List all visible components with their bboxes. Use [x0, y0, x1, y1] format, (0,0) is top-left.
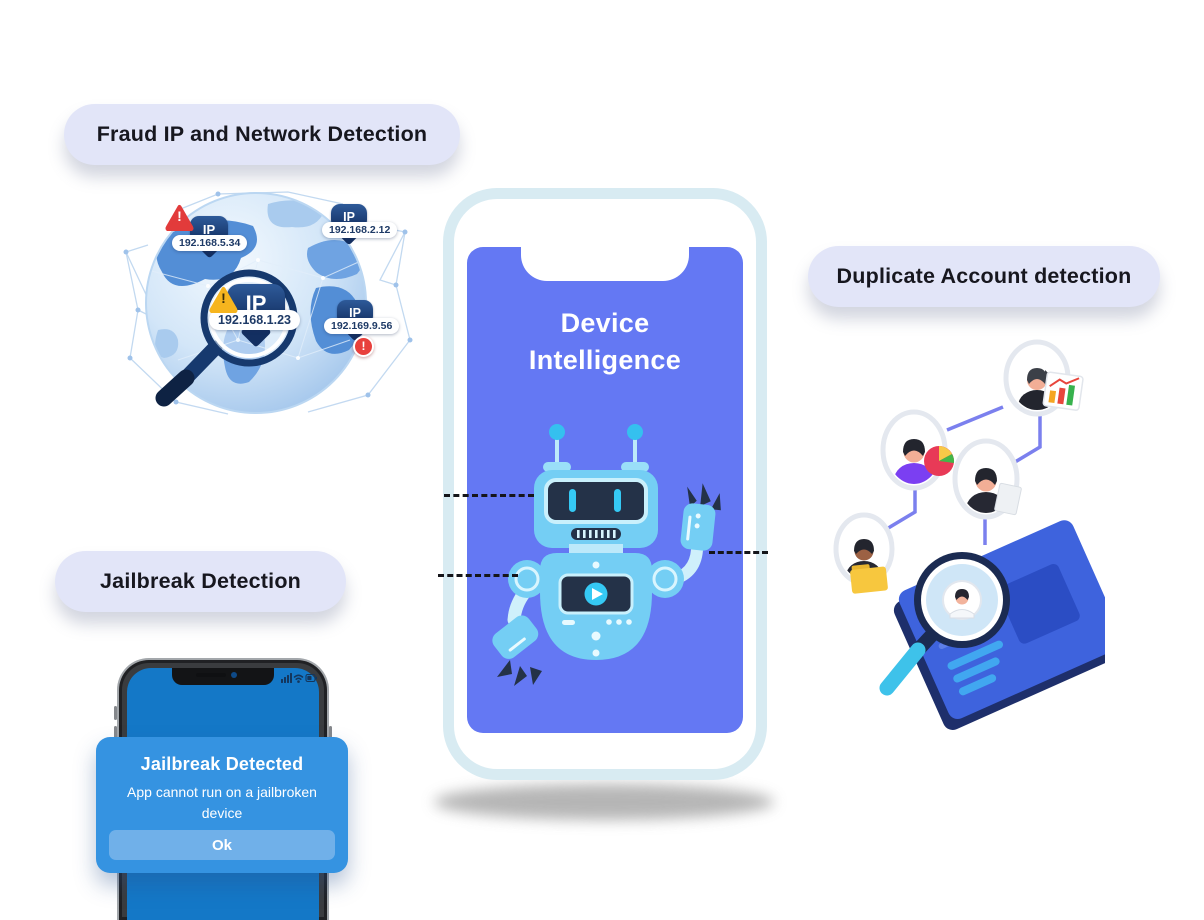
ip-address-label: 192.168.2.12	[322, 222, 398, 238]
label-jailbreak-detection: Jailbreak Detection	[55, 551, 346, 612]
dashed-connector-left-top	[444, 494, 534, 497]
bar-chart-item	[1042, 371, 1084, 411]
dashed-connector-right	[709, 551, 768, 554]
title-line2: Intelligence	[528, 345, 682, 375]
avatar-man-pie-chart	[880, 409, 955, 491]
warning-triangle-icon: !	[209, 286, 238, 314]
ip-address-label: 192.168.5.34	[172, 235, 248, 251]
wifi-icon	[293, 674, 304, 681]
warning-circle-icon: !	[353, 336, 374, 357]
warning-triangle-icon: !	[165, 204, 194, 232]
title-line1: Device	[560, 308, 650, 338]
jailbreak-alert-dialog: Jailbreak Detected App cannot run on a j…	[96, 737, 348, 873]
speaker-slot	[196, 673, 226, 677]
robot-left-arm	[492, 585, 542, 686]
status-bar-icons	[281, 673, 317, 683]
alert-ok-button[interactable]: Ok	[109, 830, 335, 860]
avatar-man-folder	[833, 512, 895, 594]
ip-pin-1: ! IP 192.168.5.34	[165, 204, 275, 276]
magnifier-avatar-icon	[879, 552, 1010, 696]
alert-title: Jailbreak Detected	[140, 754, 304, 774]
robot-illustration	[492, 424, 721, 686]
avatar-woman-chart	[1003, 339, 1084, 417]
phone-notch	[521, 247, 689, 281]
phone-shadow	[434, 784, 774, 820]
volume-button	[114, 726, 117, 746]
alert-message: App cannot run on a jailbroken device	[127, 784, 317, 821]
label-fraud-ip-network-detection: Fraud IP and Network Detection	[64, 104, 460, 165]
device-intelligence-title: Device Intelligence	[467, 305, 743, 379]
ip-address-label: 192.169.9.56	[324, 318, 400, 334]
dashed-connector-left-mid	[438, 574, 518, 577]
ip-pin-4: IP 192.169.9.56 !	[324, 296, 420, 362]
avatar-connector-lines	[879, 405, 1042, 545]
camera-dot	[231, 672, 237, 678]
tablet-item	[994, 482, 1022, 516]
duplicate-account-illustration	[833, 339, 1105, 730]
volume-button	[114, 706, 117, 720]
ip-pin-2: IP 192.168.2.12	[322, 200, 412, 260]
signal-icon	[281, 673, 292, 683]
folder-item	[850, 564, 888, 594]
ip-address-label: 192.168.1.23	[209, 310, 300, 330]
ip-pin-3-magnified: IP ! 192.168.1.23	[205, 282, 305, 360]
avatar-man-tablet	[952, 438, 1022, 520]
play-icon	[584, 582, 608, 606]
battery-icon	[305, 673, 317, 683]
pie-chart-item	[924, 446, 955, 476]
label-duplicate-account-detection: Duplicate Account detection	[808, 246, 1160, 307]
